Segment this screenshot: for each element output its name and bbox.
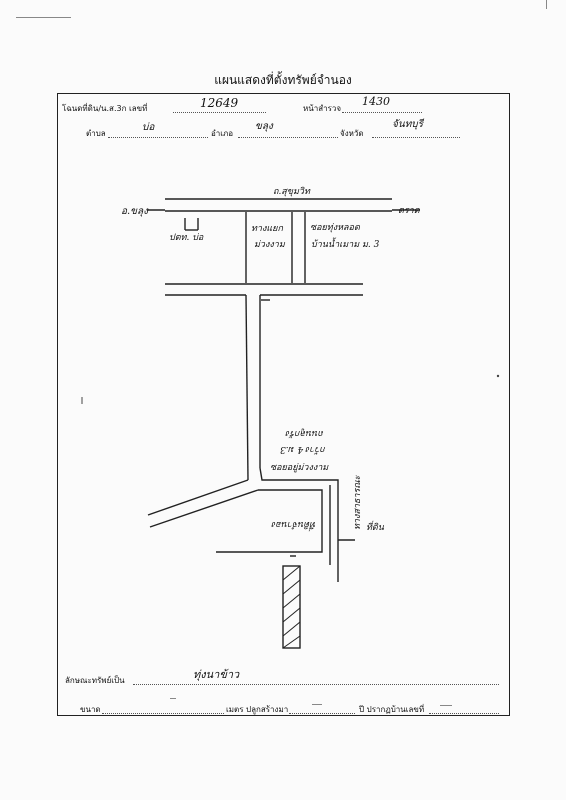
province-label: จังหวัด [340, 129, 364, 138]
amphoe-line [238, 137, 338, 138]
plot-inner [216, 489, 323, 553]
built-label: เมตร ปลูกสร้างมา [226, 705, 289, 714]
deed-label: โฉนดที่ดิน/น.ส.3ก เลขที่ [62, 104, 148, 113]
province-value: จันทบุรี [392, 119, 424, 130]
diagonal-road-top [147, 479, 249, 516]
side-label-2: ที่ดิน [366, 523, 384, 533]
hatched-strip [282, 565, 301, 649]
lane-note-2: กว้าง 4 ม.3 [280, 444, 326, 454]
survey-line [342, 112, 422, 113]
scribble-mark [170, 698, 176, 699]
survey-label: หน้าสำรวจ [303, 104, 342, 113]
junction2-label: ม่วงงาม [254, 240, 285, 250]
hatch-lines [282, 565, 301, 649]
page-title: แผนแสดงที่ตั้งทรัพย์จำนอง [214, 73, 352, 87]
document-frame [57, 93, 510, 716]
village-road-label: ซอยทุ่งหลอด [310, 223, 360, 233]
amphoe-label: อำเภอ [211, 129, 234, 138]
village-label: บ้านน้ำเมาม ม. 3 [311, 240, 380, 250]
diagonal-road-bottom [149, 489, 259, 528]
deed-line [173, 112, 266, 113]
property-type-line [133, 684, 499, 685]
built-line [289, 713, 355, 714]
tambon-line [108, 137, 208, 138]
year-line [429, 713, 499, 714]
station-label: ปตท. บ่อ [169, 233, 204, 243]
right-place-label: ตราด [398, 206, 420, 216]
plot-outer [259, 467, 339, 582]
left-place-label: อ.ขลุง [121, 206, 149, 217]
amphoe-value: ขลุง [255, 121, 273, 132]
survey-number: 1430 [362, 95, 390, 108]
scan-mark [16, 17, 71, 18]
scribble-mark [440, 705, 452, 706]
year-label: ปี ปรากฏบ้านเลขที่ [359, 705, 425, 714]
side-label: ทางสาธารณะ [353, 475, 363, 531]
junction-label: ทางแยก [251, 224, 283, 234]
property-type-label: ลักษณะทรัพย์เป็น [65, 676, 125, 685]
tambon-label: ตำบล [86, 129, 106, 138]
plot-label: ที่ดินจำนอง [272, 519, 317, 529]
road-name-label: ถ.สุขุมวิท [273, 187, 310, 197]
scan-dot [496, 374, 500, 378]
size-line [102, 713, 224, 714]
lane-note-1: ถนนลูกรัง [286, 428, 324, 438]
lane-note-3: ซอยอยู่ม่วงงาม [270, 463, 329, 473]
deed-number: 12649 [200, 96, 239, 110]
size-label: ขนาด [80, 705, 101, 714]
province-line [372, 137, 460, 138]
tambon-value: บ่อ [142, 122, 155, 133]
scribble-mark [312, 704, 322, 705]
lane-left-edge [245, 294, 249, 481]
property-type-value: ทุ่งนาข้าว [193, 668, 240, 681]
scan-mark [546, 0, 547, 9]
